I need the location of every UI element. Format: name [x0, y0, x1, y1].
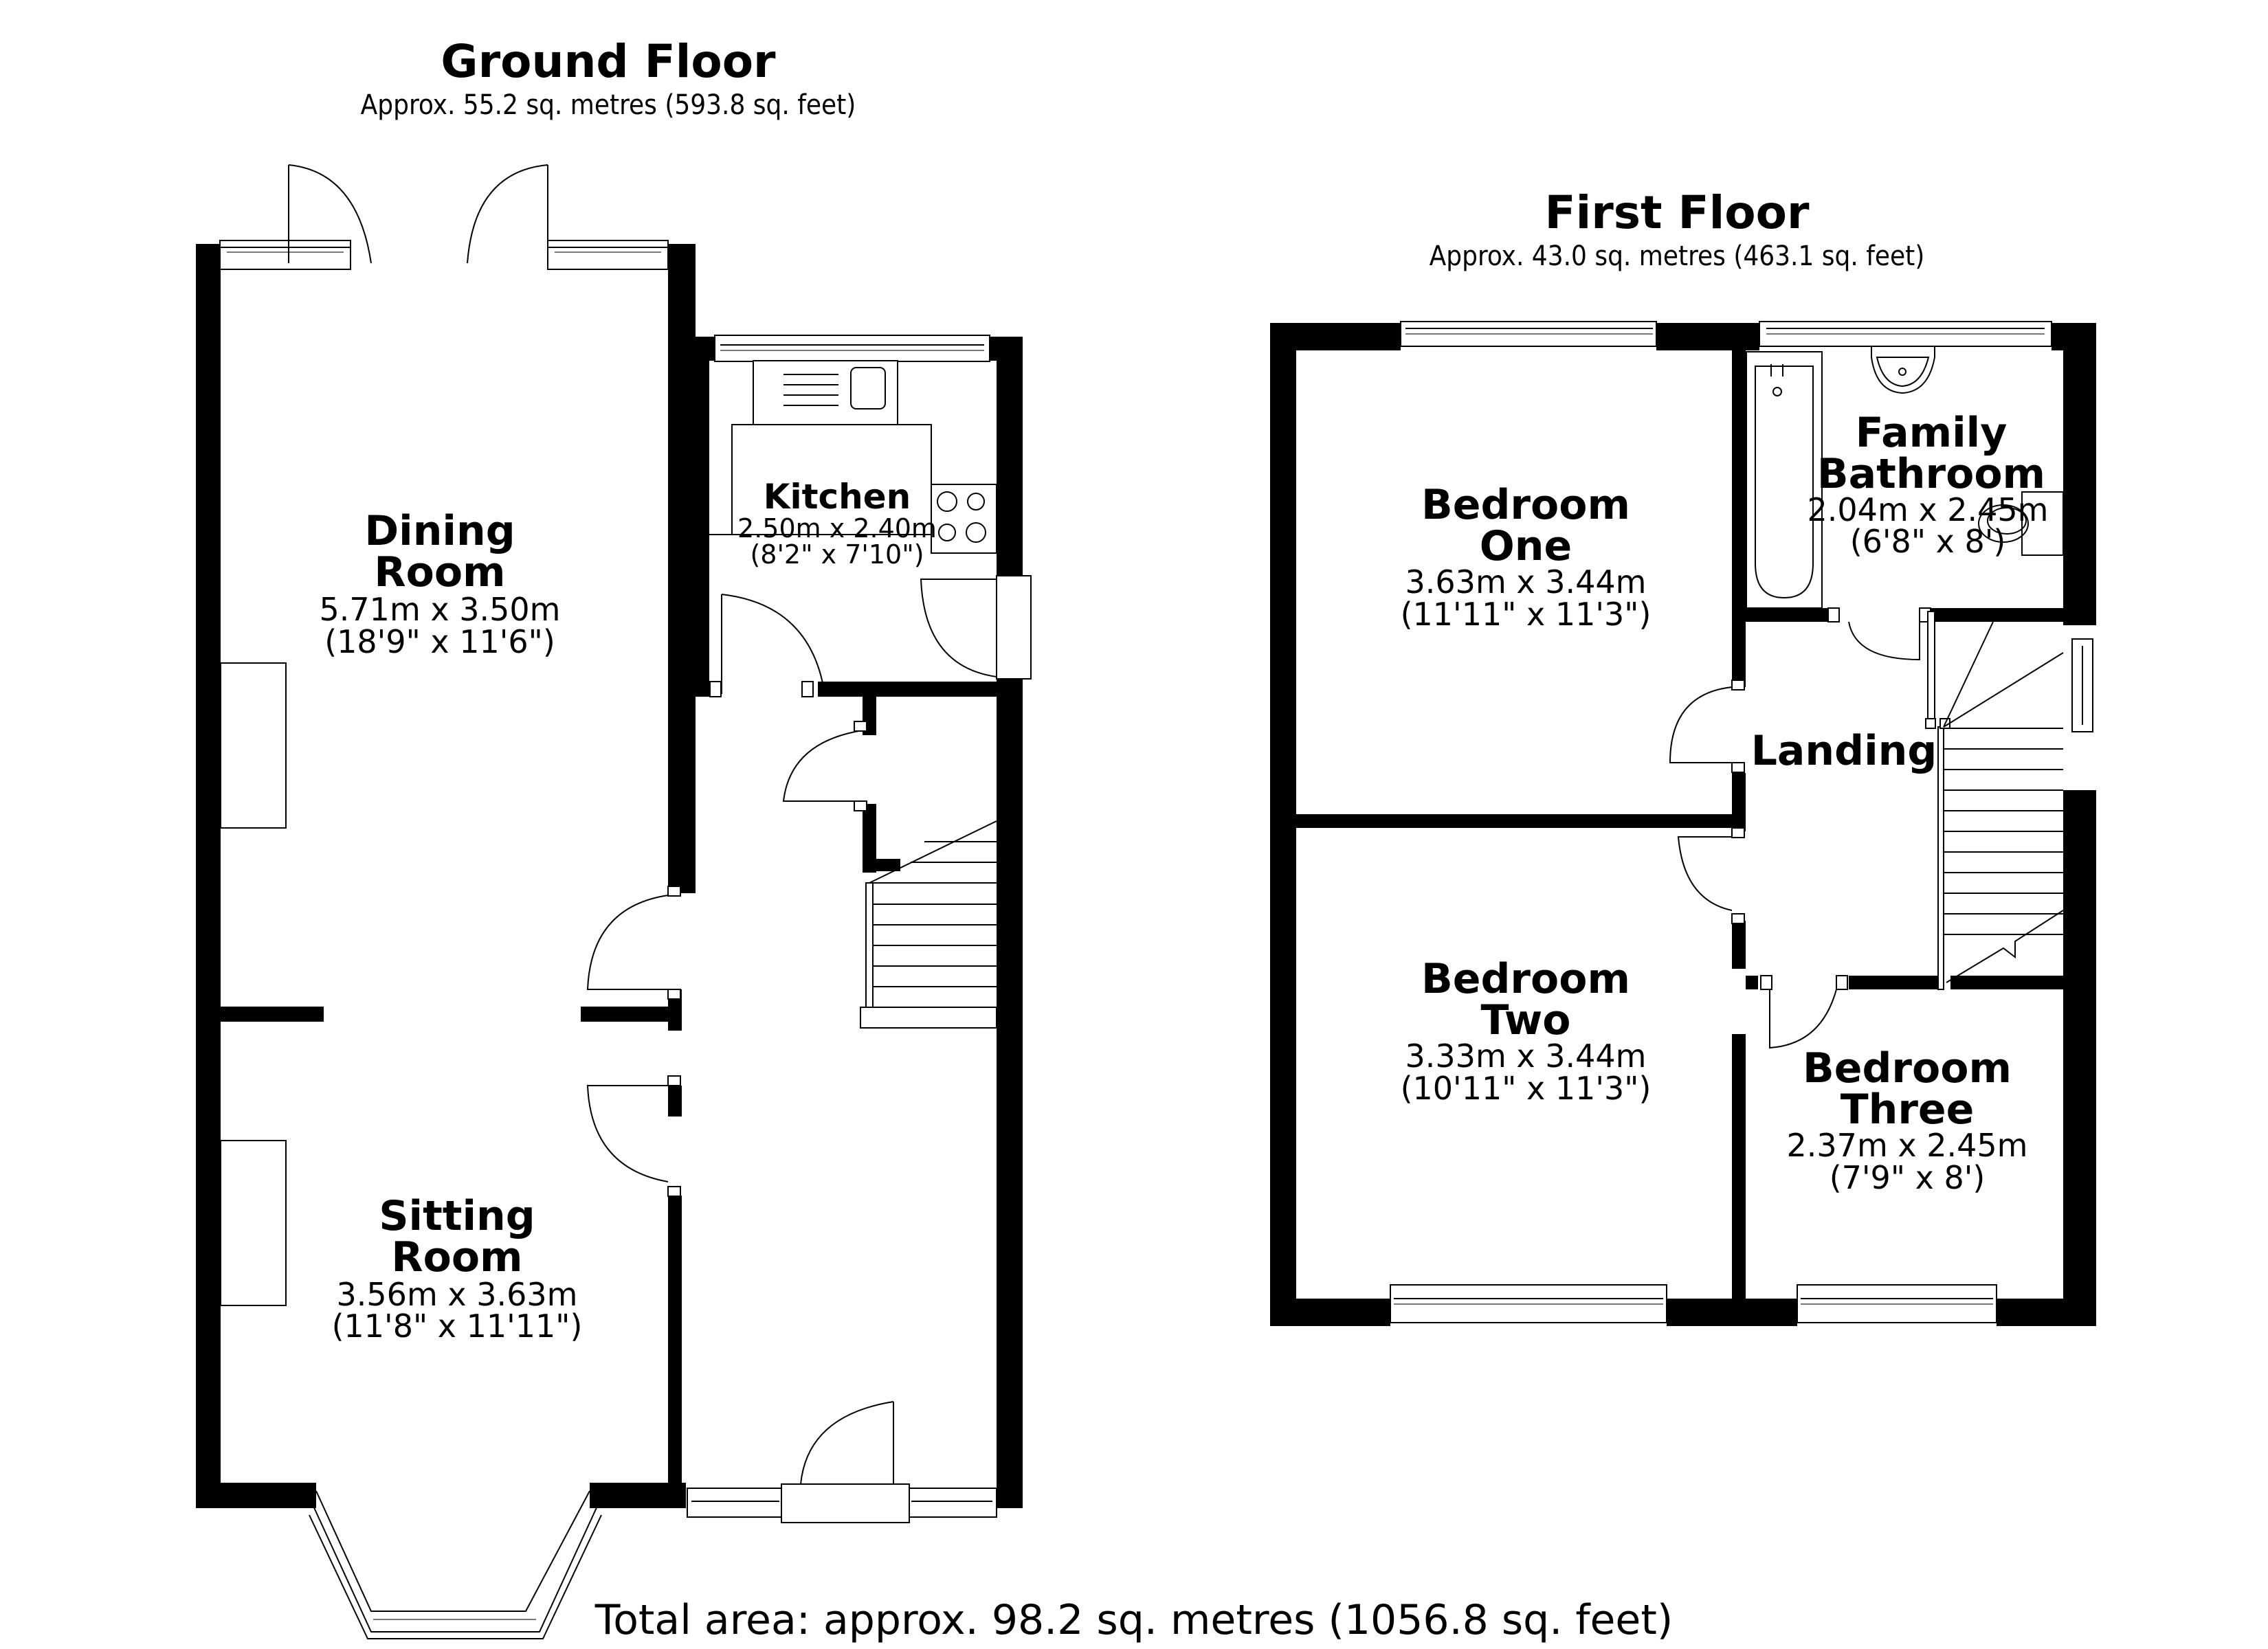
svg-text:Bedroom: Bedroom: [1421, 955, 1630, 1003]
svg-text:Room: Room: [374, 548, 505, 596]
svg-text:Dining: Dining: [364, 507, 515, 555]
staircase-first: [1925, 611, 2064, 990]
svg-text:Three: Three: [1841, 1086, 1975, 1134]
room-label-landing: Landing: [1751, 727, 1937, 775]
first-floor-title: First Floor: [1544, 186, 1809, 239]
room-label-bedroom-one: Bedroom One 3.63m x 3.44m (11'11" x 11'3…: [1401, 481, 1652, 633]
toilet-icon: [1978, 491, 2064, 556]
room-label-sitting-room: Sitting Room 3.56m x 3.63m (11'8" x 11'1…: [332, 1192, 583, 1345]
bath-icon: [1746, 351, 1823, 609]
room-label-bedroom-two: Bedroom Two 3.33m x 3.44m (10'11" x 11'3…: [1401, 955, 1652, 1107]
svg-text:2.37m x 2.45m: 2.37m x 2.45m: [1787, 1127, 2028, 1164]
svg-text:3.33m x 3.44m: 3.33m x 3.44m: [1405, 1037, 1647, 1075]
hob-icon: [931, 484, 997, 554]
first-floor-plan: [1270, 321, 2096, 1326]
basin-icon: [1871, 347, 1935, 394]
svg-text:Room: Room: [391, 1233, 522, 1281]
room-label-kitchen: Kitchen 2.50m x 2.40m (8'2" x 7'10"): [737, 477, 937, 570]
svg-text:(11'11" x 11'3"): (11'11" x 11'3"): [1401, 596, 1652, 633]
svg-text:(10'11" x 11'3"): (10'11" x 11'3"): [1401, 1070, 1652, 1107]
svg-text:3.56m x 3.63m: 3.56m x 3.63m: [337, 1276, 578, 1313]
svg-text:One: One: [1480, 522, 1572, 570]
svg-text:Kitchen: Kitchen: [764, 477, 911, 517]
svg-text:(8'2" x 7'10"): (8'2" x 7'10"): [750, 539, 924, 570]
svg-text:Bedroom: Bedroom: [1421, 481, 1630, 529]
room-label-bedroom-three: Bedroom Three 2.37m x 2.45m (7'9" x 8'): [1787, 1044, 2028, 1196]
svg-text:(18'9" x 11'6"): (18'9" x 11'6"): [324, 623, 555, 660]
kitchen-sink-icon: [783, 367, 886, 410]
total-area: Total area: approx. 98.2 sq. metres (105…: [594, 1596, 1674, 1644]
svg-text:(6'8" x 8'): (6'8" x 8'): [1850, 523, 2006, 560]
svg-text:2.04m x 2.45m: 2.04m x 2.45m: [1808, 491, 2049, 528]
first-floor-area: Approx. 43.0 sq. metres (463.1 sq. feet): [1430, 240, 1925, 272]
svg-text:Two: Two: [1481, 996, 1571, 1044]
svg-text:3.63m x 3.44m: 3.63m x 3.44m: [1405, 563, 1647, 601]
svg-text:Bathroom: Bathroom: [1817, 450, 2045, 498]
svg-text:2.50m x 2.40m: 2.50m x 2.40m: [737, 513, 937, 543]
ground-floor-title: Ground Floor: [441, 35, 776, 88]
svg-text:Sitting: Sitting: [379, 1192, 535, 1240]
svg-text:Bedroom: Bedroom: [1803, 1044, 2012, 1092]
svg-text:Landing: Landing: [1751, 727, 1937, 775]
svg-text:Family: Family: [1856, 409, 2008, 457]
ground-floor-area: Approx. 55.2 sq. metres (593.8 sq. feet): [361, 89, 856, 121]
svg-text:(7'9" x 8'): (7'9" x 8'): [1830, 1159, 1986, 1196]
room-label-dining-room: Dining Room 5.71m x 3.50m (18'9" x 11'6"…: [320, 507, 561, 660]
room-label-family-bathroom: Family Bathroom 2.04m x 2.45m (6'8" x 8'…: [1808, 409, 2049, 560]
svg-text:(11'8" x 11'11"): (11'8" x 11'11"): [332, 1308, 583, 1345]
ground-floor-plan: [196, 164, 1032, 1639]
staircase-ground: [860, 820, 997, 1029]
svg-text:5.71m x 3.50m: 5.71m x 3.50m: [320, 591, 561, 628]
bay-window: [309, 1490, 602, 1639]
